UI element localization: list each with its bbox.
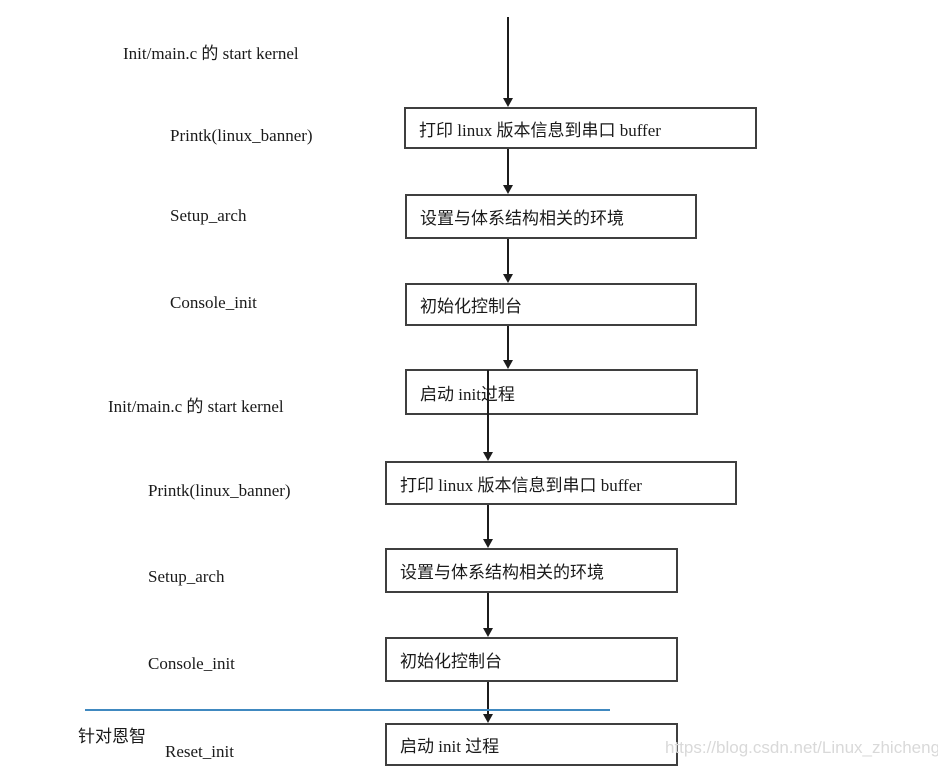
flow-box-start-init-2: 启动 init 过程 bbox=[385, 723, 678, 766]
flow-box-start-init-1: 启动 init过程 bbox=[405, 369, 698, 415]
flow-box-console-init-2: 初始化控制台 bbox=[385, 637, 678, 682]
arrow-shaft bbox=[507, 326, 509, 361]
arrow-shaft bbox=[487, 370, 489, 453]
label-start-kernel-2: Init/main.c 的 start kernel bbox=[108, 397, 284, 416]
flow-box-print-banner-1: 打印 linux 版本信息到串口 buffer bbox=[404, 107, 757, 149]
arrow-shaft bbox=[487, 682, 489, 715]
arrow-head-icon bbox=[503, 274, 513, 283]
flow-box-console-init-1: 初始化控制台 bbox=[405, 283, 697, 326]
label-printk-1: Printk(linux_banner) bbox=[170, 126, 313, 145]
flow-arrow-1-2 bbox=[503, 149, 513, 194]
flow-arrow-2-3 bbox=[503, 239, 513, 283]
flow-arrow-3-4 bbox=[503, 326, 513, 369]
divider-line bbox=[85, 709, 610, 711]
label-reset-init: Reset_init bbox=[165, 742, 234, 761]
label-setup-arch-1: Setup_arch bbox=[170, 206, 247, 225]
arrow-head-icon bbox=[483, 714, 493, 723]
flow-box-print-banner-2: 打印 linux 版本信息到串口 buffer bbox=[385, 461, 737, 505]
arrow-head-icon bbox=[483, 628, 493, 637]
arrow-head-icon bbox=[483, 452, 493, 461]
arrow-head-icon bbox=[483, 539, 493, 548]
label-console-init-1: Console_init bbox=[170, 293, 257, 312]
flow-arrow-7-8 bbox=[483, 682, 493, 723]
flow-arrow-4-5 bbox=[483, 370, 493, 461]
label-console-init-2: Console_init bbox=[148, 654, 235, 673]
flow-arrow-entry bbox=[503, 17, 513, 107]
arrow-shaft bbox=[507, 17, 509, 99]
flow-box-setup-arch-1: 设置与体系结构相关的环境 bbox=[405, 194, 697, 239]
flow-arrow-5-6 bbox=[483, 505, 493, 548]
arrow-shaft bbox=[487, 593, 489, 629]
arrow-shaft bbox=[507, 239, 509, 275]
watermark: https://blog.csdn.net/Linux_zhicheng bbox=[665, 738, 938, 757]
flow-arrow-6-7 bbox=[483, 593, 493, 637]
flow-box-setup-arch-2: 设置与体系结构相关的环境 bbox=[385, 548, 678, 593]
annotation-text: 针对恩智 bbox=[78, 727, 146, 746]
label-printk-2: Printk(linux_banner) bbox=[148, 481, 291, 500]
label-setup-arch-2: Setup_arch bbox=[148, 567, 225, 586]
arrow-head-icon bbox=[503, 98, 513, 107]
arrow-shaft bbox=[487, 505, 489, 540]
label-start-kernel-1: Init/main.c 的 start kernel bbox=[123, 44, 299, 63]
arrow-head-icon bbox=[503, 185, 513, 194]
arrow-shaft bbox=[507, 149, 509, 186]
arrow-head-icon bbox=[503, 360, 513, 369]
